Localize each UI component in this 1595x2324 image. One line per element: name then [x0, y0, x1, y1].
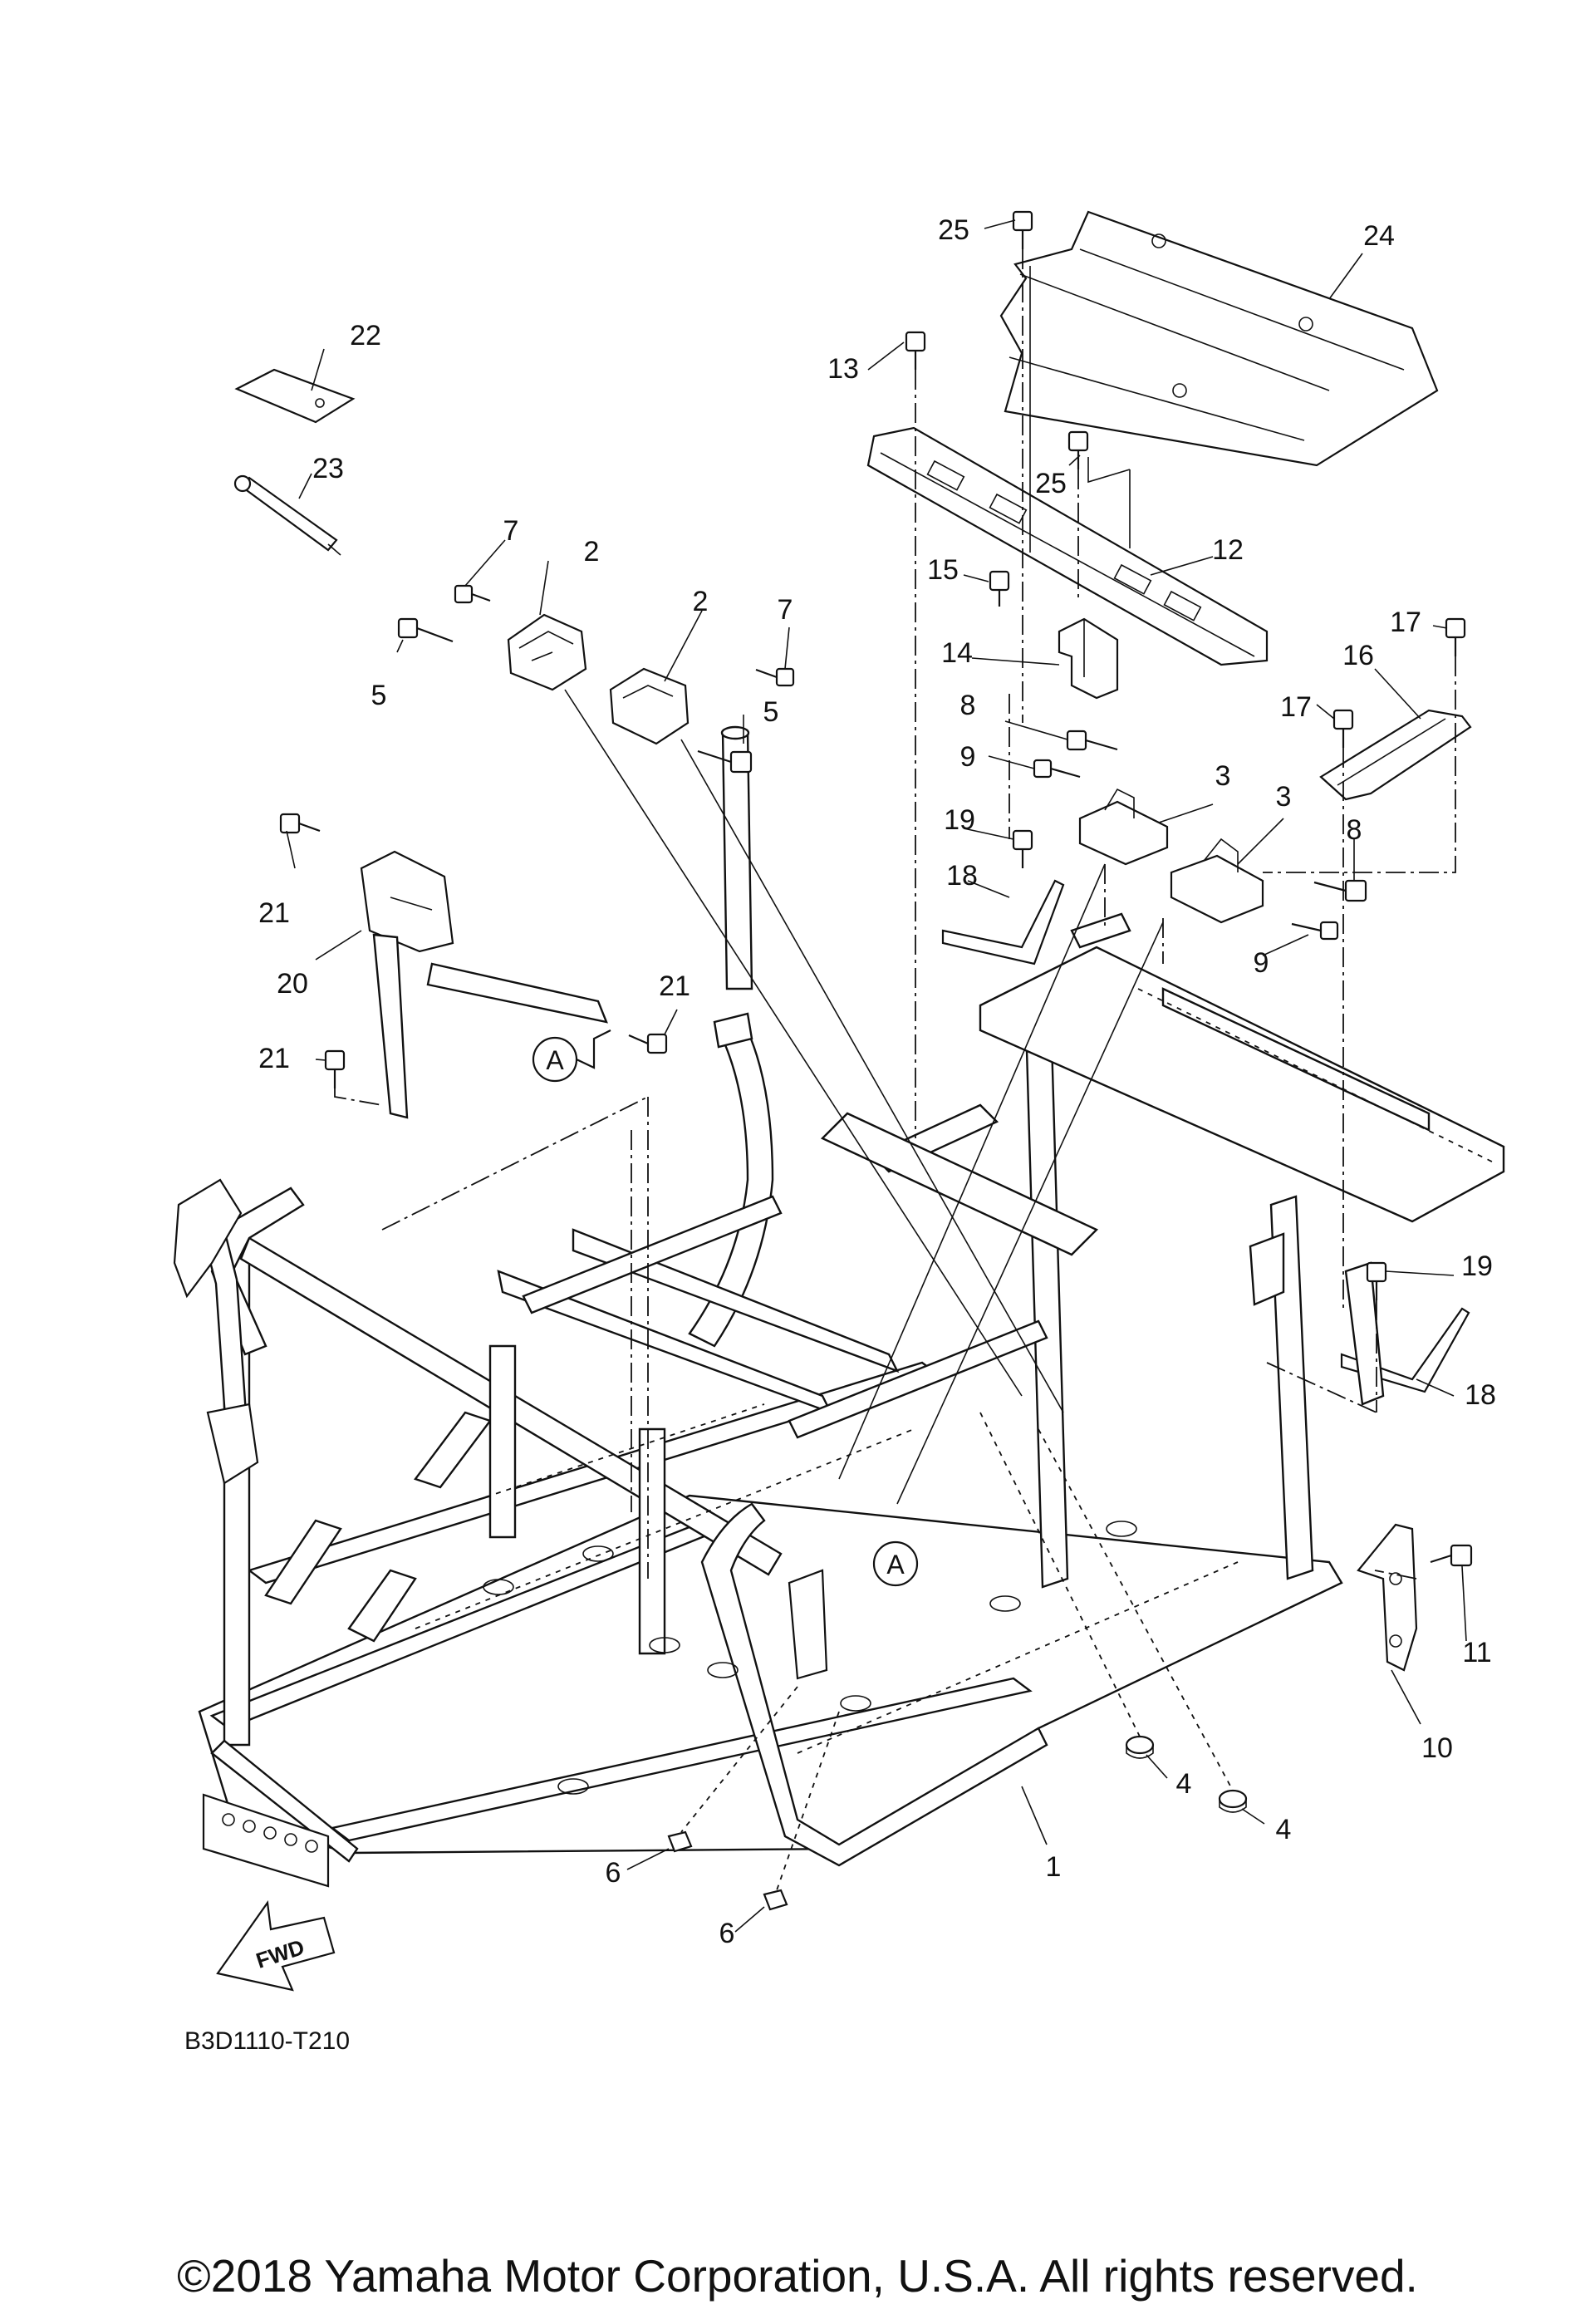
engine-mount-3-right [1170, 838, 1264, 924]
nut-4-left [1125, 1735, 1155, 1759]
bolt-15 [989, 570, 1010, 607]
bolt-21-top [279, 813, 321, 834]
callout-14: 14 [941, 637, 973, 669]
clip-6-right [763, 1889, 788, 1911]
callout-11: 11 [1462, 1637, 1491, 1668]
assembly-lines [334, 249, 1456, 1891]
bolt-21-right [628, 1033, 668, 1054]
bolt-17-right [1445, 617, 1466, 656]
leader-lines [286, 219, 1467, 1933]
callout-18-upper: 18 [946, 860, 978, 892]
bolt-5-right [697, 749, 753, 774]
callout-25-mid: 25 [1035, 468, 1067, 499]
frame-1 [173, 725, 1505, 1888]
bolt-19-upper [1012, 829, 1033, 868]
callout-19-upper: 19 [944, 804, 975, 836]
ref-mark-a-upper: A [532, 1029, 611, 1083]
bolt-8-lower [1313, 879, 1367, 902]
callout-22: 22 [350, 320, 381, 351]
svg-text:A: A [886, 1550, 905, 1580]
bolt-7-left [454, 584, 491, 604]
skid-plate-24 [999, 210, 1439, 467]
bracket-18-upper [941, 879, 1065, 965]
plate-22 [234, 368, 356, 424]
bracket-10 [1357, 1523, 1418, 1672]
fwd-arrow-icon: FWD [216, 1900, 336, 1992]
bolt-7-right [755, 667, 795, 687]
engine-mount-2-right [609, 667, 690, 745]
callout-2-left: 2 [584, 536, 600, 567]
callout-5-right: 5 [763, 696, 779, 728]
callout-12: 12 [1212, 534, 1244, 566]
bolt-19-lower [1366, 1261, 1387, 1300]
bolt-25-top [1012, 210, 1033, 249]
callout-labels: 25 24 13 25 12 15 17 16 14 17 8 9 3 3 19… [258, 214, 1496, 1949]
bolt-13 [905, 331, 926, 370]
engine-mount-2-left [507, 613, 587, 691]
callout-9-lower: 9 [1254, 947, 1269, 979]
callout-4-right: 4 [1276, 1814, 1292, 1845]
engine-mount-3-left [1078, 788, 1169, 866]
bracket-16 [1319, 709, 1472, 801]
bolt-9-upper [1033, 759, 1081, 779]
diagram-code: B3D1110-T210 [184, 2027, 350, 2055]
bolt-17-left [1332, 709, 1354, 748]
bolt-25-mid [1067, 430, 1089, 469]
callout-15: 15 [927, 554, 959, 586]
callout-2-right: 2 [693, 586, 709, 617]
bolt-11 [1430, 1544, 1473, 1567]
callout-5-left: 5 [371, 680, 387, 711]
callout-17-right: 17 [1390, 607, 1421, 638]
callout-24: 24 [1363, 220, 1395, 252]
callout-3-left: 3 [1215, 760, 1231, 792]
callout-7-right: 7 [778, 594, 793, 626]
pin-23 [233, 474, 341, 556]
callout-20: 20 [277, 968, 308, 1000]
callout-6-left: 6 [606, 1857, 621, 1889]
bolt-5-left [397, 617, 454, 643]
bracket-14 [1058, 617, 1119, 700]
bracket-20 [360, 850, 608, 1119]
callout-6-right: 6 [719, 1918, 735, 1949]
callout-21-right: 21 [659, 970, 690, 1002]
callout-1: 1 [1046, 1851, 1062, 1883]
callout-9-upper: 9 [960, 741, 976, 773]
copyright-notice: ©2018 Yamaha Motor Corporation, U.S.A. A… [177, 2250, 1418, 2302]
callout-13: 13 [827, 353, 859, 385]
svg-text:A: A [546, 1045, 564, 1075]
callout-21-left: 21 [258, 1043, 290, 1074]
ref-mark-a-lower: A [872, 1540, 919, 1587]
cross-member-12 [866, 426, 1269, 666]
callout-16: 16 [1342, 640, 1374, 671]
callout-17-left: 17 [1280, 691, 1312, 723]
callout-25-top: 25 [938, 214, 969, 246]
callout-21-top: 21 [258, 897, 290, 929]
callout-3-right: 3 [1276, 781, 1292, 813]
callout-19-lower: 19 [1461, 1250, 1493, 1282]
clip-6-left [667, 1830, 693, 1853]
nut-4-right [1218, 1789, 1248, 1813]
callout-23: 23 [312, 453, 344, 484]
bolt-9-lower [1291, 921, 1339, 941]
callout-10: 10 [1421, 1732, 1453, 1764]
callout-7-left: 7 [503, 515, 519, 547]
callout-4-left: 4 [1176, 1768, 1192, 1800]
callout-8-lower: 8 [1347, 814, 1362, 846]
bolt-8-upper [1066, 730, 1118, 751]
bolt-21-left [324, 1049, 346, 1088]
callout-8-upper: 8 [960, 690, 976, 721]
callout-18-lower: 18 [1465, 1379, 1496, 1411]
